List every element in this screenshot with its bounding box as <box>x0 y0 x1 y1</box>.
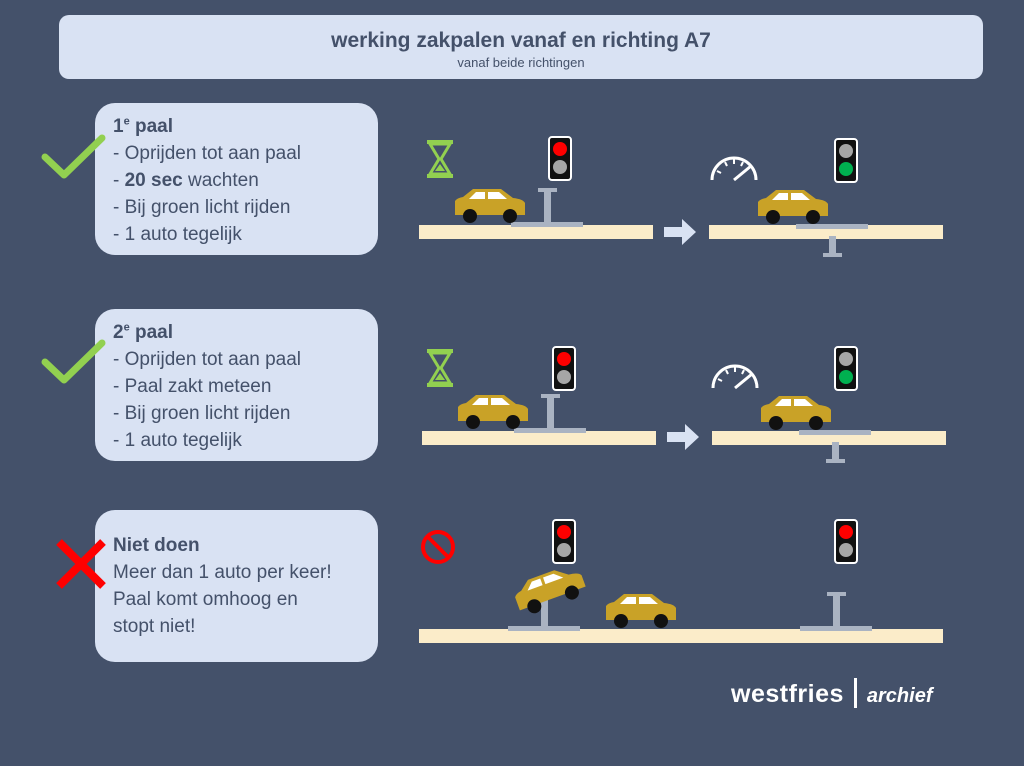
car <box>455 189 525 223</box>
car <box>458 395 528 429</box>
rule-heading: 2e paal <box>113 321 174 343</box>
rule-line: - 1 auto tegelijk <box>113 430 242 451</box>
rule-line: - 1 auto tegelijk <box>113 224 242 245</box>
scene-row-1 <box>419 136 943 257</box>
road <box>419 225 653 239</box>
rule-line: Meer dan 1 auto per keer! <box>113 562 332 583</box>
cross-icon <box>56 539 106 589</box>
brand-logo: westfries archief <box>731 678 932 709</box>
speedometer-icon <box>710 156 758 182</box>
traffic-light-red <box>552 519 576 564</box>
car-lifted <box>511 562 589 618</box>
hourglass-icon <box>425 347 455 389</box>
page-title: werking zakpalen vanaf en richting A7 <box>331 29 711 52</box>
title-banner: werking zakpalen vanaf en richting A7 va… <box>59 15 983 79</box>
rule-line: Paal komt omhoog en <box>113 589 298 610</box>
rule-heading: 1e paal <box>113 115 174 137</box>
car <box>761 396 831 430</box>
arrow-right-icon <box>664 219 696 245</box>
rule-line: - Bij groen licht rijden <box>113 403 291 424</box>
rule-card-first-bollard: 1e paal - Oprijden tot aan paal - 20 sec… <box>95 103 378 255</box>
brand-suffix: archief <box>866 685 933 707</box>
traffic-light-red <box>548 136 572 181</box>
road <box>712 431 946 445</box>
rule-heading: Niet doen <box>113 535 200 556</box>
hourglass-icon <box>425 138 455 180</box>
rule-line: - Oprijden tot aan paal <box>113 143 302 164</box>
scene-row-3 <box>419 519 943 643</box>
speedometer-icon <box>711 364 759 390</box>
checkmark-icon <box>41 134 106 179</box>
rule-line: - Bij groen licht rijden <box>113 197 291 218</box>
traffic-light-red <box>552 346 576 391</box>
bollard-raised <box>800 592 872 631</box>
page-subtitle: vanaf beide richtingen <box>457 55 585 70</box>
rule-line: - Paal zakt meteen <box>113 376 272 397</box>
rule-card-do-not: Niet doen Meer dan 1 auto per keer! Paal… <box>95 510 378 662</box>
arrow-right-icon <box>667 424 699 450</box>
road <box>422 431 656 445</box>
checkmark-icon <box>41 339 106 384</box>
traffic-light-green <box>834 346 858 391</box>
car <box>606 594 676 628</box>
rule-card-second-bollard: 2e paal - Oprijden tot aan paal - Paal z… <box>95 309 378 461</box>
prohibited-icon <box>421 530 455 564</box>
car <box>758 190 828 224</box>
traffic-light-green <box>834 138 858 183</box>
scene-row-2 <box>422 346 946 463</box>
bollard-lowered <box>799 430 871 463</box>
road <box>709 225 943 239</box>
bollard-lowered <box>796 224 868 257</box>
rule-line: - Oprijden tot aan paal <box>113 349 302 370</box>
road <box>419 629 943 643</box>
brand-name: westfries <box>731 680 844 708</box>
rule-line: - 20 sec wachten <box>113 170 259 191</box>
traffic-light-red <box>834 519 858 564</box>
rule-line: stopt niet! <box>113 616 196 637</box>
brand-divider <box>853 678 857 708</box>
